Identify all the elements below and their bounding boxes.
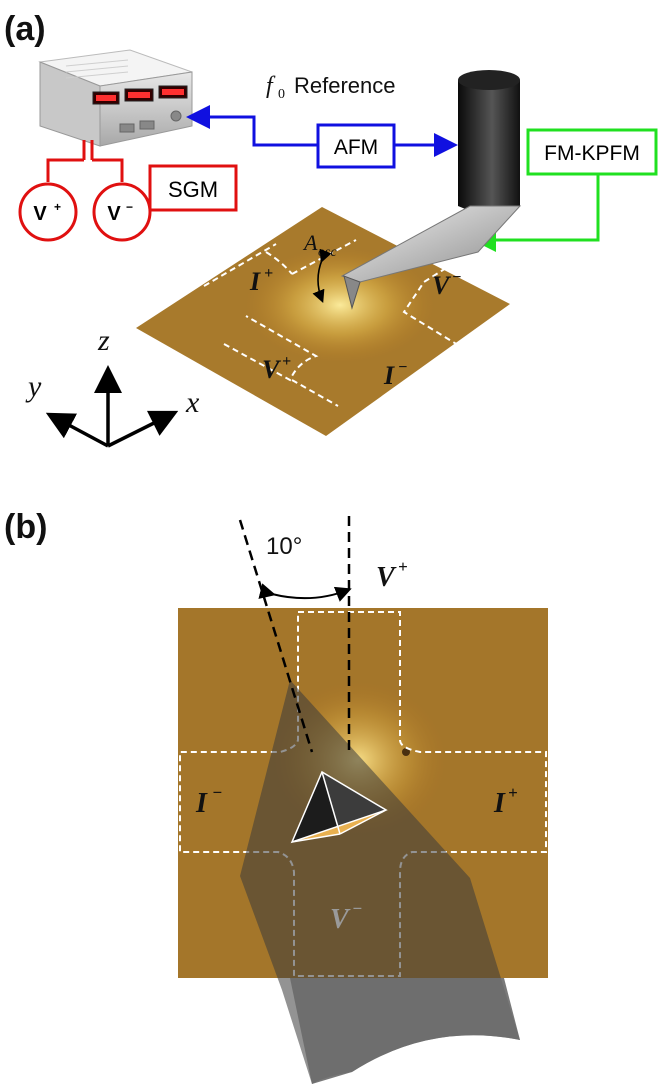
svg-text:Reference: Reference [294, 73, 396, 98]
terminal-i-plus-b: I + [493, 783, 518, 819]
terminal-v-plus-a: V + [262, 353, 291, 384]
terminal-v-plus-b: V + [376, 557, 408, 593]
panel-b-label: (b) [4, 508, 47, 546]
svg-text:I: I [493, 788, 506, 819]
sgm-box: SGM [148, 164, 238, 212]
svg-text:−: − [352, 899, 362, 918]
angle-reference-lines [238, 516, 351, 753]
fmkpfm-box: FM-KPFM [526, 128, 658, 176]
svg-text:−: − [452, 269, 462, 286]
svg-text:+: + [264, 265, 273, 282]
svg-text:+: + [398, 557, 408, 576]
svg-text:−: − [212, 783, 222, 802]
svg-text:A: A [302, 230, 318, 255]
svg-text:+: + [54, 200, 61, 214]
svg-text:V: V [107, 203, 121, 225]
voltage-source-negative: V − [92, 182, 152, 242]
angle-arc [258, 583, 352, 602]
angle-label: 10° [266, 533, 302, 560]
cantilever-overlay [240, 680, 520, 1084]
oscillation-amplitude: A osc [302, 230, 337, 303]
voltage-source-positive: V + [18, 182, 78, 242]
terminal-v-minus-a: V − [432, 269, 462, 300]
afm-cantilever [340, 70, 522, 310]
svg-text:I: I [249, 267, 261, 296]
sgm-wiring [46, 140, 124, 182]
axis-x-label: x [185, 386, 200, 419]
reference-label: f 0 Reference [266, 73, 396, 102]
axis-y-label: y [25, 370, 42, 403]
svg-text:V: V [376, 562, 397, 593]
svg-text:V: V [33, 203, 47, 225]
svg-text:FM-KPFM: FM-KPFM [544, 142, 640, 165]
terminal-i-minus-b: I − [195, 783, 222, 819]
svg-text:f: f [266, 73, 276, 99]
fmkpfm-wiring [472, 174, 600, 252]
svg-text:I: I [383, 361, 395, 390]
panel-a-label: (a) [4, 10, 46, 48]
svg-text:+: + [508, 783, 518, 802]
svg-text:osc: osc [318, 245, 337, 260]
svg-text:I: I [195, 788, 208, 819]
hall-bar-outline-a [203, 239, 477, 407]
svg-text:V: V [432, 271, 452, 300]
svg-text:+: + [282, 353, 291, 370]
svg-text:SGM: SGM [168, 177, 218, 202]
svg-text:0: 0 [278, 87, 285, 102]
terminal-i-plus-a: I + [249, 265, 273, 296]
terminal-v-minus-b: V − [330, 899, 362, 935]
power-supply-instrument [38, 49, 193, 147]
coordinate-axes [45, 365, 179, 448]
svg-text:AFM: AFM [334, 136, 378, 159]
afm-wiring [186, 105, 458, 157]
svg-text:−: − [398, 359, 408, 376]
svg-text:−: − [126, 200, 133, 214]
svg-text:V: V [330, 904, 351, 935]
axis-z-label: z [97, 324, 110, 357]
svg-text:V: V [262, 355, 282, 384]
afm-box: AFM [316, 123, 396, 169]
terminal-i-minus-a: I − [383, 359, 408, 390]
